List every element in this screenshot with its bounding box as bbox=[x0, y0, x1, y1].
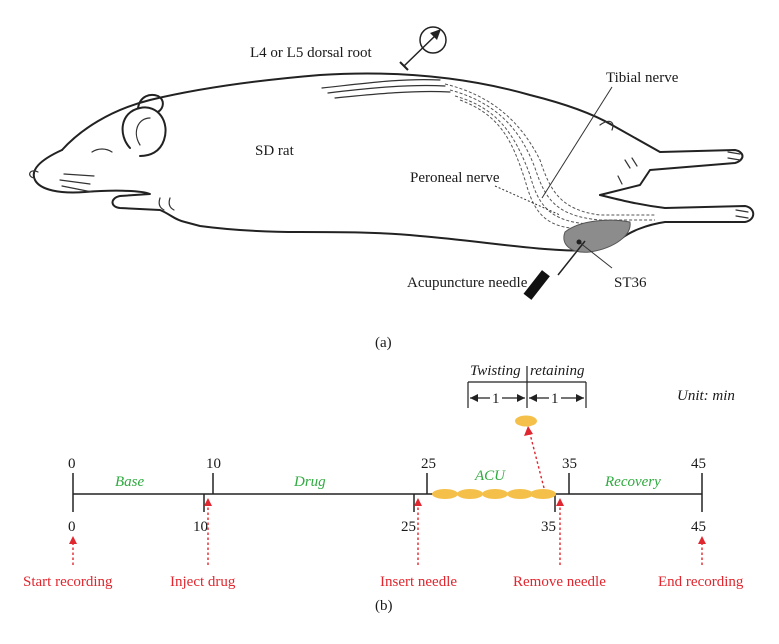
st36-leader bbox=[578, 241, 613, 269]
dorsal-fibers bbox=[321, 79, 451, 99]
phase-acu: ACU bbox=[474, 468, 506, 484]
acu-ellipse-3 bbox=[507, 489, 533, 499]
timeline-ticks bbox=[72, 473, 703, 512]
st36-label: ST36 bbox=[614, 275, 647, 291]
phase-recovery: Recovery bbox=[604, 474, 661, 490]
phase-base: Base bbox=[115, 474, 145, 490]
tick-bottom-25: 25 bbox=[401, 519, 416, 535]
tick-top-10: 10 bbox=[206, 456, 221, 472]
tibial-nerve-label: Tibial nerve bbox=[606, 70, 679, 86]
event-arrowhead-3 bbox=[556, 498, 564, 506]
tick-bottom-45: 45 bbox=[691, 519, 706, 535]
event-arrows bbox=[69, 498, 706, 565]
tick-bottom-0: 0 bbox=[68, 519, 76, 535]
peroneal-leader bbox=[494, 185, 561, 216]
event-arrowhead-4 bbox=[698, 536, 706, 544]
acu-ellipses bbox=[432, 489, 556, 499]
nerves bbox=[444, 83, 655, 229]
unit-label: Unit: min bbox=[677, 388, 735, 404]
tibial-leader bbox=[541, 86, 613, 199]
event-arrowhead-2 bbox=[414, 498, 422, 506]
twisting-label: Twisting bbox=[470, 363, 521, 379]
event-start-recording: Start recording bbox=[23, 574, 113, 590]
tick-top-35: 35 bbox=[562, 456, 577, 472]
legend-one-left: 1 bbox=[492, 391, 500, 407]
st36-region bbox=[563, 219, 631, 253]
rat-label: SD rat bbox=[255, 143, 295, 159]
acu-detail-arrow bbox=[528, 429, 545, 489]
tick-top-45: 45 bbox=[691, 456, 706, 472]
single-needle-ellipse bbox=[515, 415, 537, 427]
event-arrowhead-1 bbox=[204, 498, 212, 506]
event-inject-drug: Inject drug bbox=[170, 574, 236, 590]
st36-dot bbox=[576, 239, 582, 245]
event-remove-needle: Remove needle bbox=[513, 574, 606, 590]
tick-top-25: 25 bbox=[421, 456, 436, 472]
peroneal-nerve-label: Peroneal nerve bbox=[410, 170, 500, 186]
acu-ellipse-1 bbox=[457, 489, 483, 499]
acu-ellipse-0 bbox=[432, 489, 458, 499]
phase-drug: Drug bbox=[293, 474, 326, 490]
tick-bottom-10: 10 bbox=[193, 519, 208, 535]
acu-ellipse-2 bbox=[482, 489, 508, 499]
panel-b-label: (b) bbox=[375, 598, 393, 614]
dorsal-root-label: L4 or L5 dorsal root bbox=[250, 45, 372, 61]
tick-bottom-35: 35 bbox=[541, 519, 556, 535]
acu-ellipse-4 bbox=[530, 489, 556, 499]
rat-illustration bbox=[29, 72, 755, 252]
event-insert-needle: Insert needle bbox=[380, 574, 457, 590]
twisting-retaining-legend: Twisting retaining 1 1 bbox=[467, 363, 587, 408]
recording-electrode bbox=[399, 26, 447, 71]
needle-label: Acupuncture needle bbox=[407, 275, 528, 291]
event-end-recording: End recording bbox=[658, 574, 744, 590]
event-arrowhead-0 bbox=[69, 536, 77, 544]
acupuncture-needle bbox=[523, 240, 586, 300]
retaining-label: retaining bbox=[530, 363, 585, 379]
acu-detail-arrowhead bbox=[524, 426, 533, 436]
panel-a-label: (a) bbox=[375, 335, 392, 351]
tick-top-0: 0 bbox=[68, 456, 76, 472]
legend-one-right: 1 bbox=[551, 391, 559, 407]
